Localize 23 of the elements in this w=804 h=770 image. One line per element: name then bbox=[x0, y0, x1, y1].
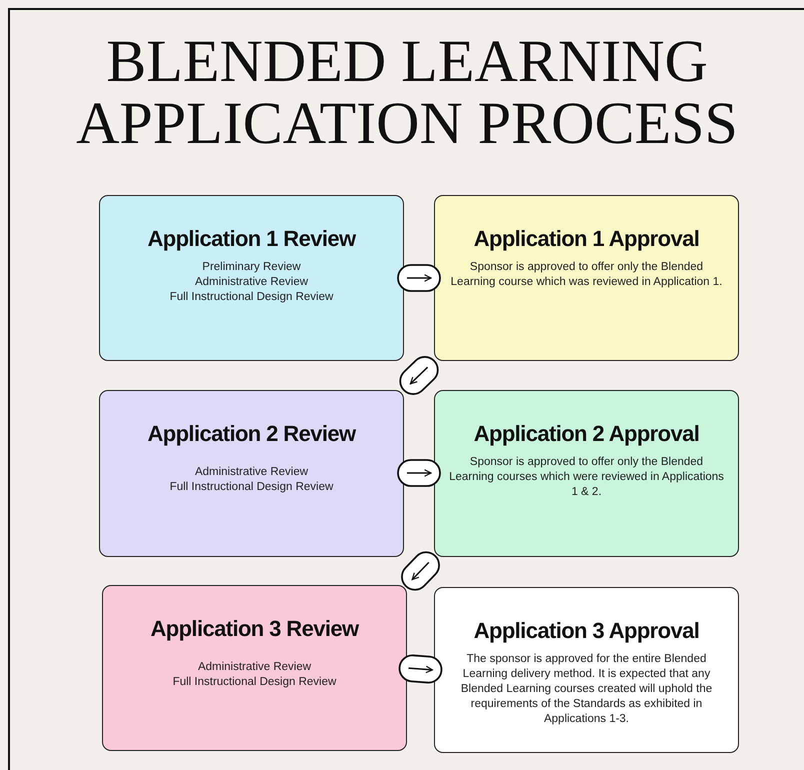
process-box bbox=[434, 390, 739, 557]
review-item: Preliminary Review bbox=[202, 260, 301, 275]
process-box bbox=[434, 195, 739, 361]
review-item: Full Instructional Design Review bbox=[170, 290, 334, 305]
box-description: The sponsor is approved for the entire Blended Learning delivery method. It is expected that any Blended Learning courses created will uphold the requirements of the Standards as exhibited in Applications 1-3. bbox=[460, 652, 714, 727]
process-box bbox=[434, 587, 739, 753]
box-heading: Application 2 Review bbox=[147, 421, 356, 447]
box-heading: Application 3 Approval bbox=[474, 618, 700, 644]
process-box bbox=[102, 585, 407, 751]
review-item: Full Instructional Design Review bbox=[172, 675, 336, 690]
box-heading: Application 1 Review bbox=[147, 226, 356, 252]
review-item: Administrative Review bbox=[198, 660, 312, 675]
box-description: Sponsor is approved to offer only the Blended Learning course which was reviewed in Application 1. bbox=[450, 260, 724, 290]
box-heading: Application 1 Approval bbox=[474, 226, 700, 252]
box-heading: Application 2 Approval bbox=[474, 421, 700, 447]
process-box bbox=[99, 195, 404, 361]
review-item: Full Instructional Design Review bbox=[170, 480, 334, 495]
box-description: Sponsor is approved to offer only the Blended Learning courses which were reviewed in Applications 1 & 2. bbox=[449, 455, 724, 500]
box-heading: Application 3 Review bbox=[150, 616, 359, 642]
process-box bbox=[99, 390, 404, 557]
review-item: Administrative Review bbox=[194, 465, 308, 480]
title: BLENDED LEARNING APPLICATION PROCESS bbox=[75, 30, 739, 154]
review-item: Administrative Review bbox=[194, 275, 308, 290]
